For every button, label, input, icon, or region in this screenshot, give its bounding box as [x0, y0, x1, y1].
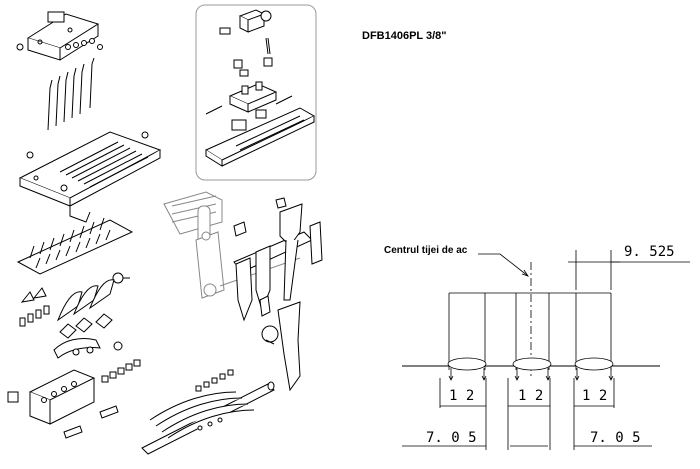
needles-icon	[47, 57, 95, 131]
looper-holder-icon	[7, 369, 119, 439]
model-title: DFB1406PL 3/8"	[362, 30, 447, 42]
needle-clamp-icon	[16, 11, 103, 61]
needle-bar-icon	[163, 191, 301, 299]
pitch-dimension: 9. 525	[624, 244, 675, 260]
looper-fork-icon	[233, 197, 323, 392]
needle-width-dimension-1: 1 2	[449, 388, 474, 404]
needle-bar-center-label: Centrul tijei de ac	[384, 245, 468, 256]
needle-width-dimension-2: 1 2	[518, 388, 543, 404]
dimension-detail	[402, 250, 690, 450]
looper-icon	[19, 279, 123, 359]
outer-offset-dimension-left: 7. 0 5	[426, 430, 477, 446]
outer-offset-dimension-right: 7. 0 5	[590, 430, 641, 446]
needle-width-dimension-3: 1 2	[582, 388, 607, 404]
spreader-icon	[16, 217, 134, 284]
throat-plate-icon	[18, 131, 162, 223]
screw-icon	[101, 359, 234, 392]
shaft-icon	[141, 381, 275, 455]
presser-foot-icon	[204, 9, 316, 167]
